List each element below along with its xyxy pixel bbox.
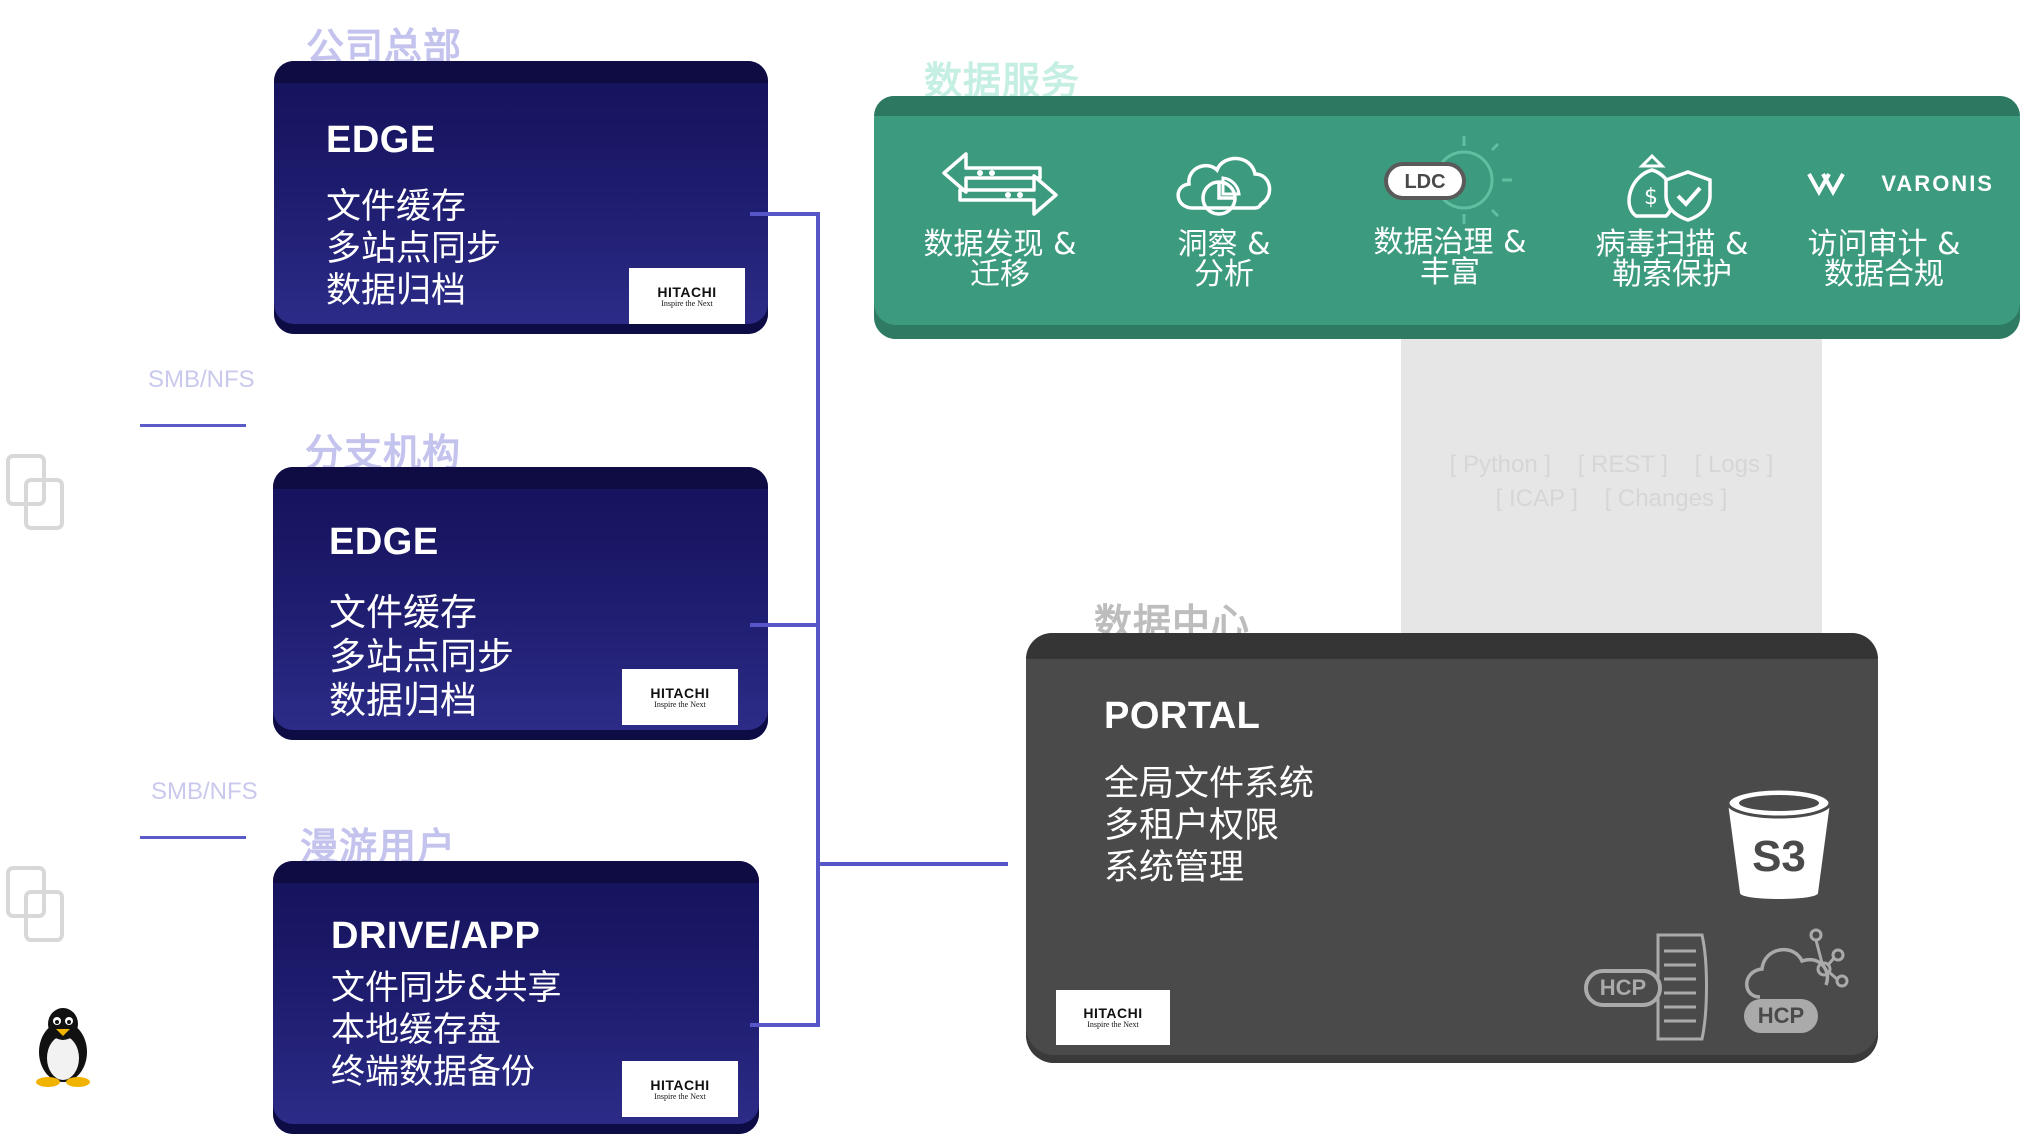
api-python: [ Python ] [1449, 451, 1552, 478]
service-governance-label: 数据治理 &丰富 [1373, 225, 1527, 290]
cloud-analytics-icon [1176, 156, 1272, 216]
service-audit: VARONIS 访问审计 &数据合规 [1774, 146, 1994, 290]
branch-feature-1: 文件缓存 [329, 591, 477, 634]
branch-feature-3: 数据归档 [329, 679, 477, 722]
portal-title: PORTAL [1104, 695, 1261, 737]
hcp-cloud-label: HCP [1758, 1003, 1804, 1028]
hq-feature-3: 数据归档 [326, 271, 467, 311]
protocol-label-2: SMB/NFS [151, 778, 258, 805]
api-logs: [ Logs ] [1694, 451, 1774, 478]
service-virus-scan-label: 病毒扫描 &勒索保护 [1595, 227, 1749, 292]
portal-features: 全局文件系统 多租户权限 系统管理 [1104, 763, 1314, 889]
hitachi-logo-hq: HITACHI Inspire the Next [629, 268, 745, 324]
branch-edge-card: EDGE 文件缓存 多站点同步 数据归档 HITACHI Inspire the… [273, 467, 768, 740]
virus-shield-icon: $ [1627, 153, 1712, 222]
vm-copy-icon-2 [6, 866, 64, 942]
hitachi-tagline: Inspire the Next [661, 298, 713, 308]
hq-edge-title: EDGE [326, 119, 436, 161]
roaming-drive-features: 文件同步&共享 本地缓存盘 终端数据备份 [331, 967, 562, 1093]
connector-vertical [816, 212, 820, 1027]
service-migration-label: 数据发现 &迁移 [923, 227, 1077, 292]
connector-roaming [750, 1023, 820, 1027]
service-governance: LDC 数据治理 &丰富 [1340, 132, 1560, 288]
hitachi-tagline: Inspire the Next [654, 1091, 706, 1101]
api-row-1: [ Python ] [ REST ] [ Logs ] [1401, 451, 1822, 479]
data-services-band: 数据发现 &迁移 洞察 &分析 LDC 数据治理 &丰富 [874, 96, 2020, 339]
hitachi-brand: HITACHI [1083, 1005, 1143, 1021]
service-analytics-label: 洞察 &分析 [1177, 227, 1271, 292]
hitachi-tagline: Inspire the Next [654, 699, 706, 709]
branch-edge-features: 文件缓存 多站点同步 数据归档 [329, 591, 514, 723]
hitachi-logo-branch: HITACHI Inspire the Next [622, 669, 738, 725]
api-band: [ Python ] [ REST ] [ Logs ] [ ICAP ] [ … [1401, 339, 1822, 639]
roaming-feature-3: 终端数据备份 [331, 1052, 535, 1092]
portal-card: PORTAL 全局文件系统 多租户权限 系统管理 S3 HCP HCP HITA… [1026, 633, 1878, 1063]
hq-edge-features: 文件缓存 多站点同步 数据归档 [326, 186, 501, 312]
connector-to-portal [816, 862, 1008, 866]
hcp-server-icon: HCP [1584, 933, 1708, 1041]
hq-feature-1: 文件缓存 [326, 187, 467, 227]
protocol-line-2 [140, 836, 246, 839]
hq-edge-card: EDGE 文件缓存 多站点同步 数据归档 HITACHI Inspire the… [274, 61, 768, 334]
api-row-2: [ ICAP ] [ Changes ] [1401, 485, 1822, 513]
portal-feature-2: 多租户权限 [1104, 806, 1280, 846]
protocol-label-1: SMB/NFS [148, 366, 255, 393]
data-services-title: 数据服务 [924, 59, 1081, 103]
hitachi-brand: HITACHI [650, 684, 710, 701]
branch-feature-2: 多站点同步 [329, 635, 514, 678]
varonis-chevron-icon [1806, 173, 1845, 196]
roaming-drive-card: DRIVE/APP 文件同步&共享 本地缓存盘 终端数据备份 HITACHI I… [273, 861, 759, 1134]
hitachi-logo-portal: HITACHI Inspire the Next [1056, 990, 1170, 1045]
varonis-logo: VARONIS [1774, 146, 1994, 222]
linux-penguin-icon [36, 1008, 90, 1087]
s3-bucket-icon: S3 [1726, 787, 1832, 899]
portal-feature-1: 全局文件系统 [1104, 764, 1315, 804]
service-migration: 数据发现 &迁移 [890, 146, 1110, 290]
protocol-line-1 [140, 424, 246, 427]
hcp-label: HCP [1600, 975, 1646, 1000]
roaming-drive-title: DRIVE/APP [331, 915, 541, 957]
api-changes: [ Changes ] [1604, 485, 1728, 512]
branch-edge-title: EDGE [329, 521, 439, 563]
svg-text:$: $ [1644, 185, 1658, 210]
hcp-cloud-icon: HCP [1744, 928, 1849, 1033]
hitachi-tagline: Inspire the Next [1087, 1020, 1139, 1029]
ldc-gear-icon: LDC [1384, 136, 1512, 224]
service-analytics: 洞察 &分析 [1114, 146, 1334, 290]
api-icap: [ ICAP ] [1495, 485, 1578, 512]
roaming-feature-2: 本地缓存盘 [331, 1010, 501, 1050]
ldc-badge-text: LDC [1404, 171, 1445, 193]
service-virus-scan: $ 病毒扫描 &勒索保护 [1562, 146, 1782, 290]
data-migration-icon [942, 152, 1058, 216]
connector-hq [750, 212, 820, 216]
hitachi-brand: HITACHI [657, 283, 717, 300]
hitachi-logo-roaming: HITACHI Inspire the Next [622, 1061, 738, 1117]
varonis-brand-text: VARONIS [1881, 171, 1994, 196]
api-rest: [ REST ] [1577, 451, 1668, 478]
hq-feature-2: 多站点同步 [326, 229, 502, 269]
service-audit-label: 访问审计 &数据合规 [1807, 227, 1961, 292]
portal-feature-3: 系统管理 [1104, 848, 1245, 888]
connector-branch [750, 623, 820, 627]
s3-label: S3 [1752, 832, 1806, 881]
roaming-feature-1: 文件同步&共享 [331, 968, 562, 1008]
hitachi-brand: HITACHI [650, 1076, 710, 1093]
vm-copy-icon [6, 454, 64, 530]
